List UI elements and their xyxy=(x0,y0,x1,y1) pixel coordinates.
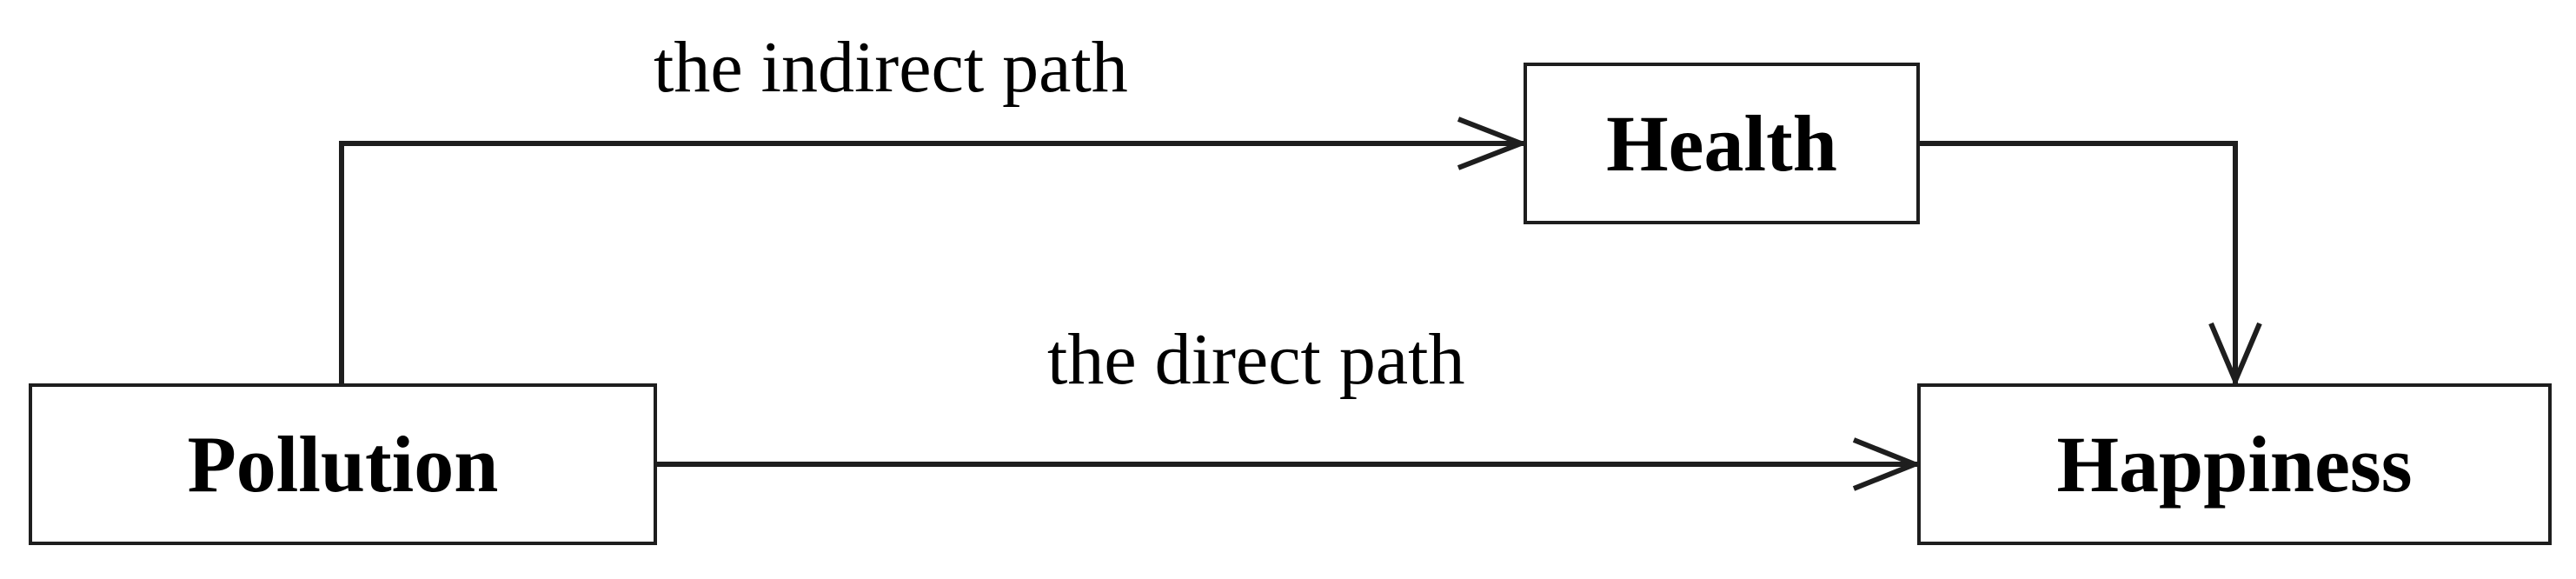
happiness-node: Happiness xyxy=(1917,383,2552,545)
pollution-node: Pollution xyxy=(29,383,657,545)
health-node: Health xyxy=(1524,63,1920,224)
direct-path-label: the direct path xyxy=(1047,319,1465,400)
indirect-path-label: the indirect path xyxy=(654,27,1128,108)
indirect-path-arrowhead xyxy=(1457,116,1529,170)
indirect-path-line xyxy=(339,141,1524,383)
health-to-happiness-arrowhead xyxy=(2208,322,2262,388)
health-to-happiness-line xyxy=(1920,141,2238,383)
direct-path-arrowhead xyxy=(1852,437,1922,491)
happiness-node-label: Happiness xyxy=(2056,420,2413,509)
health-node-label: Health xyxy=(1606,99,1837,188)
pollution-node-label: Pollution xyxy=(187,420,499,509)
